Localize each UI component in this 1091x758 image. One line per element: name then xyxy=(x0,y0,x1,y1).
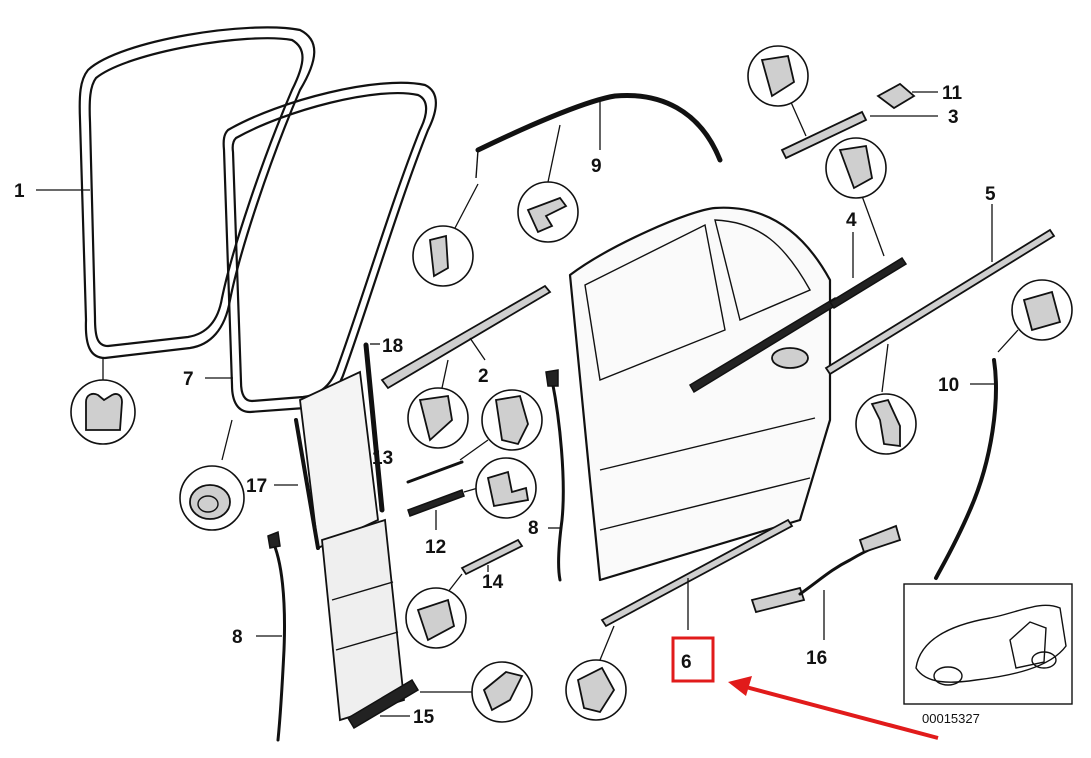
callout-2: 2 xyxy=(478,366,489,387)
trim-profile-9b xyxy=(429,234,449,278)
part-15-sill-trim xyxy=(346,678,420,730)
leader-9-detail xyxy=(547,124,561,183)
cable-plug-center xyxy=(545,369,559,387)
part-14-strip xyxy=(460,538,524,576)
seal-profile-7-inner xyxy=(197,495,219,513)
callout-14: 14 xyxy=(482,572,504,593)
annotation-arrow-head xyxy=(728,676,752,696)
part-17-pillar-cover xyxy=(294,370,405,722)
callout-16: 16 xyxy=(806,648,827,669)
clip-profile-3 xyxy=(760,54,796,98)
part-3-clip-strip xyxy=(780,110,868,160)
part-16-harness xyxy=(750,524,902,614)
part-8-cable-left xyxy=(270,538,286,742)
car-thumbnail xyxy=(903,583,1073,705)
callout-10: 10 xyxy=(938,375,959,396)
part-12-strip xyxy=(407,489,465,517)
leader-9-detail2 xyxy=(454,183,479,229)
part-9-frame-trim xyxy=(475,92,723,179)
part-4-belt-strip xyxy=(828,256,908,310)
callout-1: 1 xyxy=(14,181,25,202)
leader-14-detail xyxy=(447,573,463,593)
leader-2-detail xyxy=(441,359,449,389)
part-2-channel xyxy=(380,284,552,390)
leader-10-detail xyxy=(997,329,1019,353)
channel-profile-2 xyxy=(418,394,453,442)
seal-profile-1 xyxy=(85,392,123,431)
part-11-clip xyxy=(876,82,916,110)
leader-5-detail xyxy=(881,343,889,393)
leader-7-detail xyxy=(221,419,233,461)
callout-18: 18 xyxy=(382,336,403,357)
leader-13-detail xyxy=(459,439,489,461)
part-7-door-seal xyxy=(222,81,437,414)
leader-4-detail xyxy=(861,195,885,257)
catalog-number: 00015327 xyxy=(922,711,980,726)
callout-11: 11 xyxy=(942,83,963,104)
callout-8b: 8 xyxy=(528,518,539,539)
seal-profile-7 xyxy=(189,484,231,520)
callout-12: 12 xyxy=(425,537,446,558)
part-1-door-seal xyxy=(78,26,316,360)
callout-4: 4 xyxy=(846,210,857,231)
part-18-strip xyxy=(363,342,385,513)
callout-7: 7 xyxy=(183,369,194,390)
trim-profile-9 xyxy=(526,196,568,234)
cable-plug-left xyxy=(267,530,281,549)
highlight-box-callout-6 xyxy=(671,636,715,683)
seal-profile-10 xyxy=(1022,290,1062,332)
callout-8a: 8 xyxy=(232,627,243,648)
part-10-seal xyxy=(934,358,998,580)
trim-profile-15 xyxy=(482,671,524,712)
strip-profile-14 xyxy=(416,598,456,642)
callout-3: 3 xyxy=(948,107,959,128)
callout-17: 17 xyxy=(246,476,267,497)
part-8-cable-center xyxy=(550,378,565,582)
part-6-bottom-seal xyxy=(600,518,794,628)
rear-door-shell xyxy=(568,206,839,582)
callout-9: 9 xyxy=(591,156,602,177)
callout-6: 6 xyxy=(681,652,692,673)
leader-3-detail xyxy=(789,99,807,137)
leader-6-detail xyxy=(599,625,615,661)
strip-profile-13 xyxy=(494,394,529,446)
callout-13: 13 xyxy=(372,448,393,469)
strip-profile-4 xyxy=(838,144,874,190)
part-13-strip xyxy=(406,460,464,484)
leader-2 xyxy=(469,337,486,361)
seal-profile-6 xyxy=(576,666,616,714)
callout-5: 5 xyxy=(985,184,996,205)
strip-profile-5 xyxy=(870,398,901,448)
annotation-arrow xyxy=(741,684,939,740)
part-5-belt-strip xyxy=(824,228,1056,376)
strip-profile-12 xyxy=(486,470,530,508)
callout-15: 15 xyxy=(413,707,435,728)
